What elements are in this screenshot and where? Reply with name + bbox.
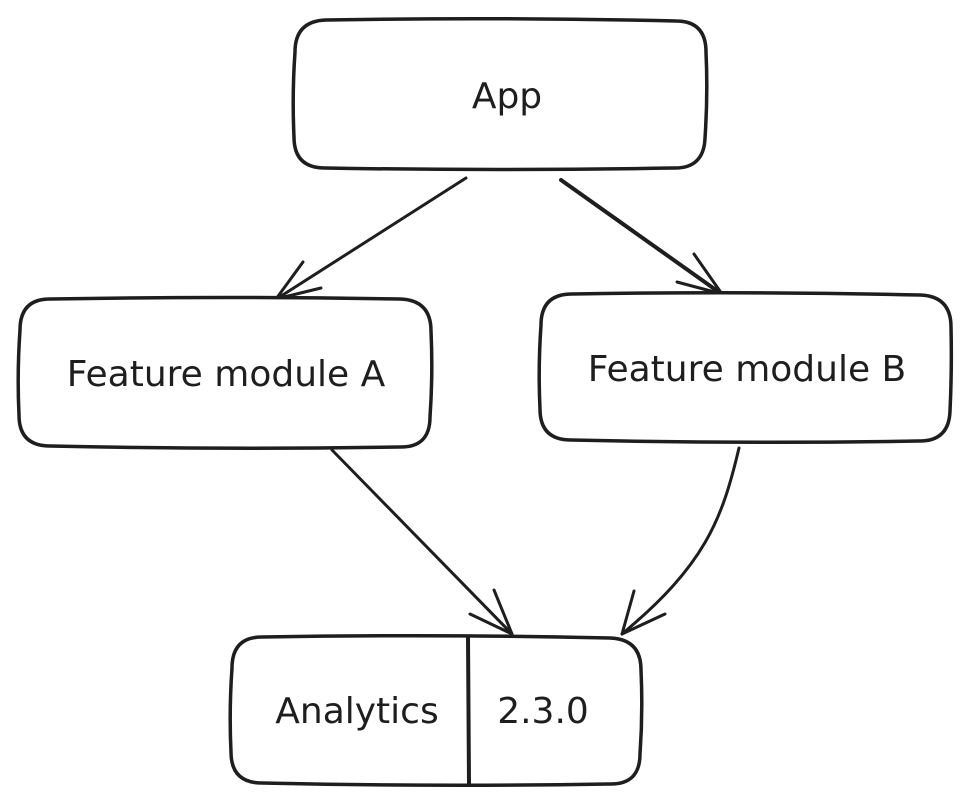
node-analytics-divider	[466, 635, 471, 786]
edge-feature-a-to-analytics	[330, 448, 514, 636]
node-app-box	[291, 16, 709, 172]
node-app[interactable]: App	[291, 16, 709, 172]
node-analytics[interactable]: Analytics 2.3.0	[228, 633, 644, 788]
node-feature-module-b-label: Feature module B	[588, 349, 907, 390]
edge-app-to-feature-a	[274, 176, 468, 301]
node-feature-module-b[interactable]: Feature module B	[537, 290, 954, 445]
edge-app-to-feature-a-line	[276, 176, 468, 300]
node-feature-module-a-label: Feature module A	[67, 354, 386, 395]
edge-feature-b-to-analytics-arrowhead	[620, 589, 667, 636]
edge-feature-a-to-analytics-arrowhead	[468, 588, 514, 636]
node-analytics-box	[228, 633, 644, 788]
edge-feature-b-to-analytics-line	[620, 446, 741, 636]
node-app-label: App	[472, 76, 542, 117]
edge-app-to-feature-b-line	[559, 178, 725, 297]
node-analytics-version: 2.3.0	[497, 691, 589, 732]
node-analytics-name: Analytics	[275, 691, 438, 732]
edge-feature-b-to-analytics	[620, 446, 741, 636]
node-feature-module-a[interactable]: Feature module A	[16, 295, 434, 451]
edge-app-to-feature-b	[559, 178, 725, 297]
edge-feature-a-to-analytics-line	[330, 448, 514, 636]
node-feature-module-b-box	[537, 290, 954, 445]
node-feature-module-a-box	[16, 295, 434, 451]
